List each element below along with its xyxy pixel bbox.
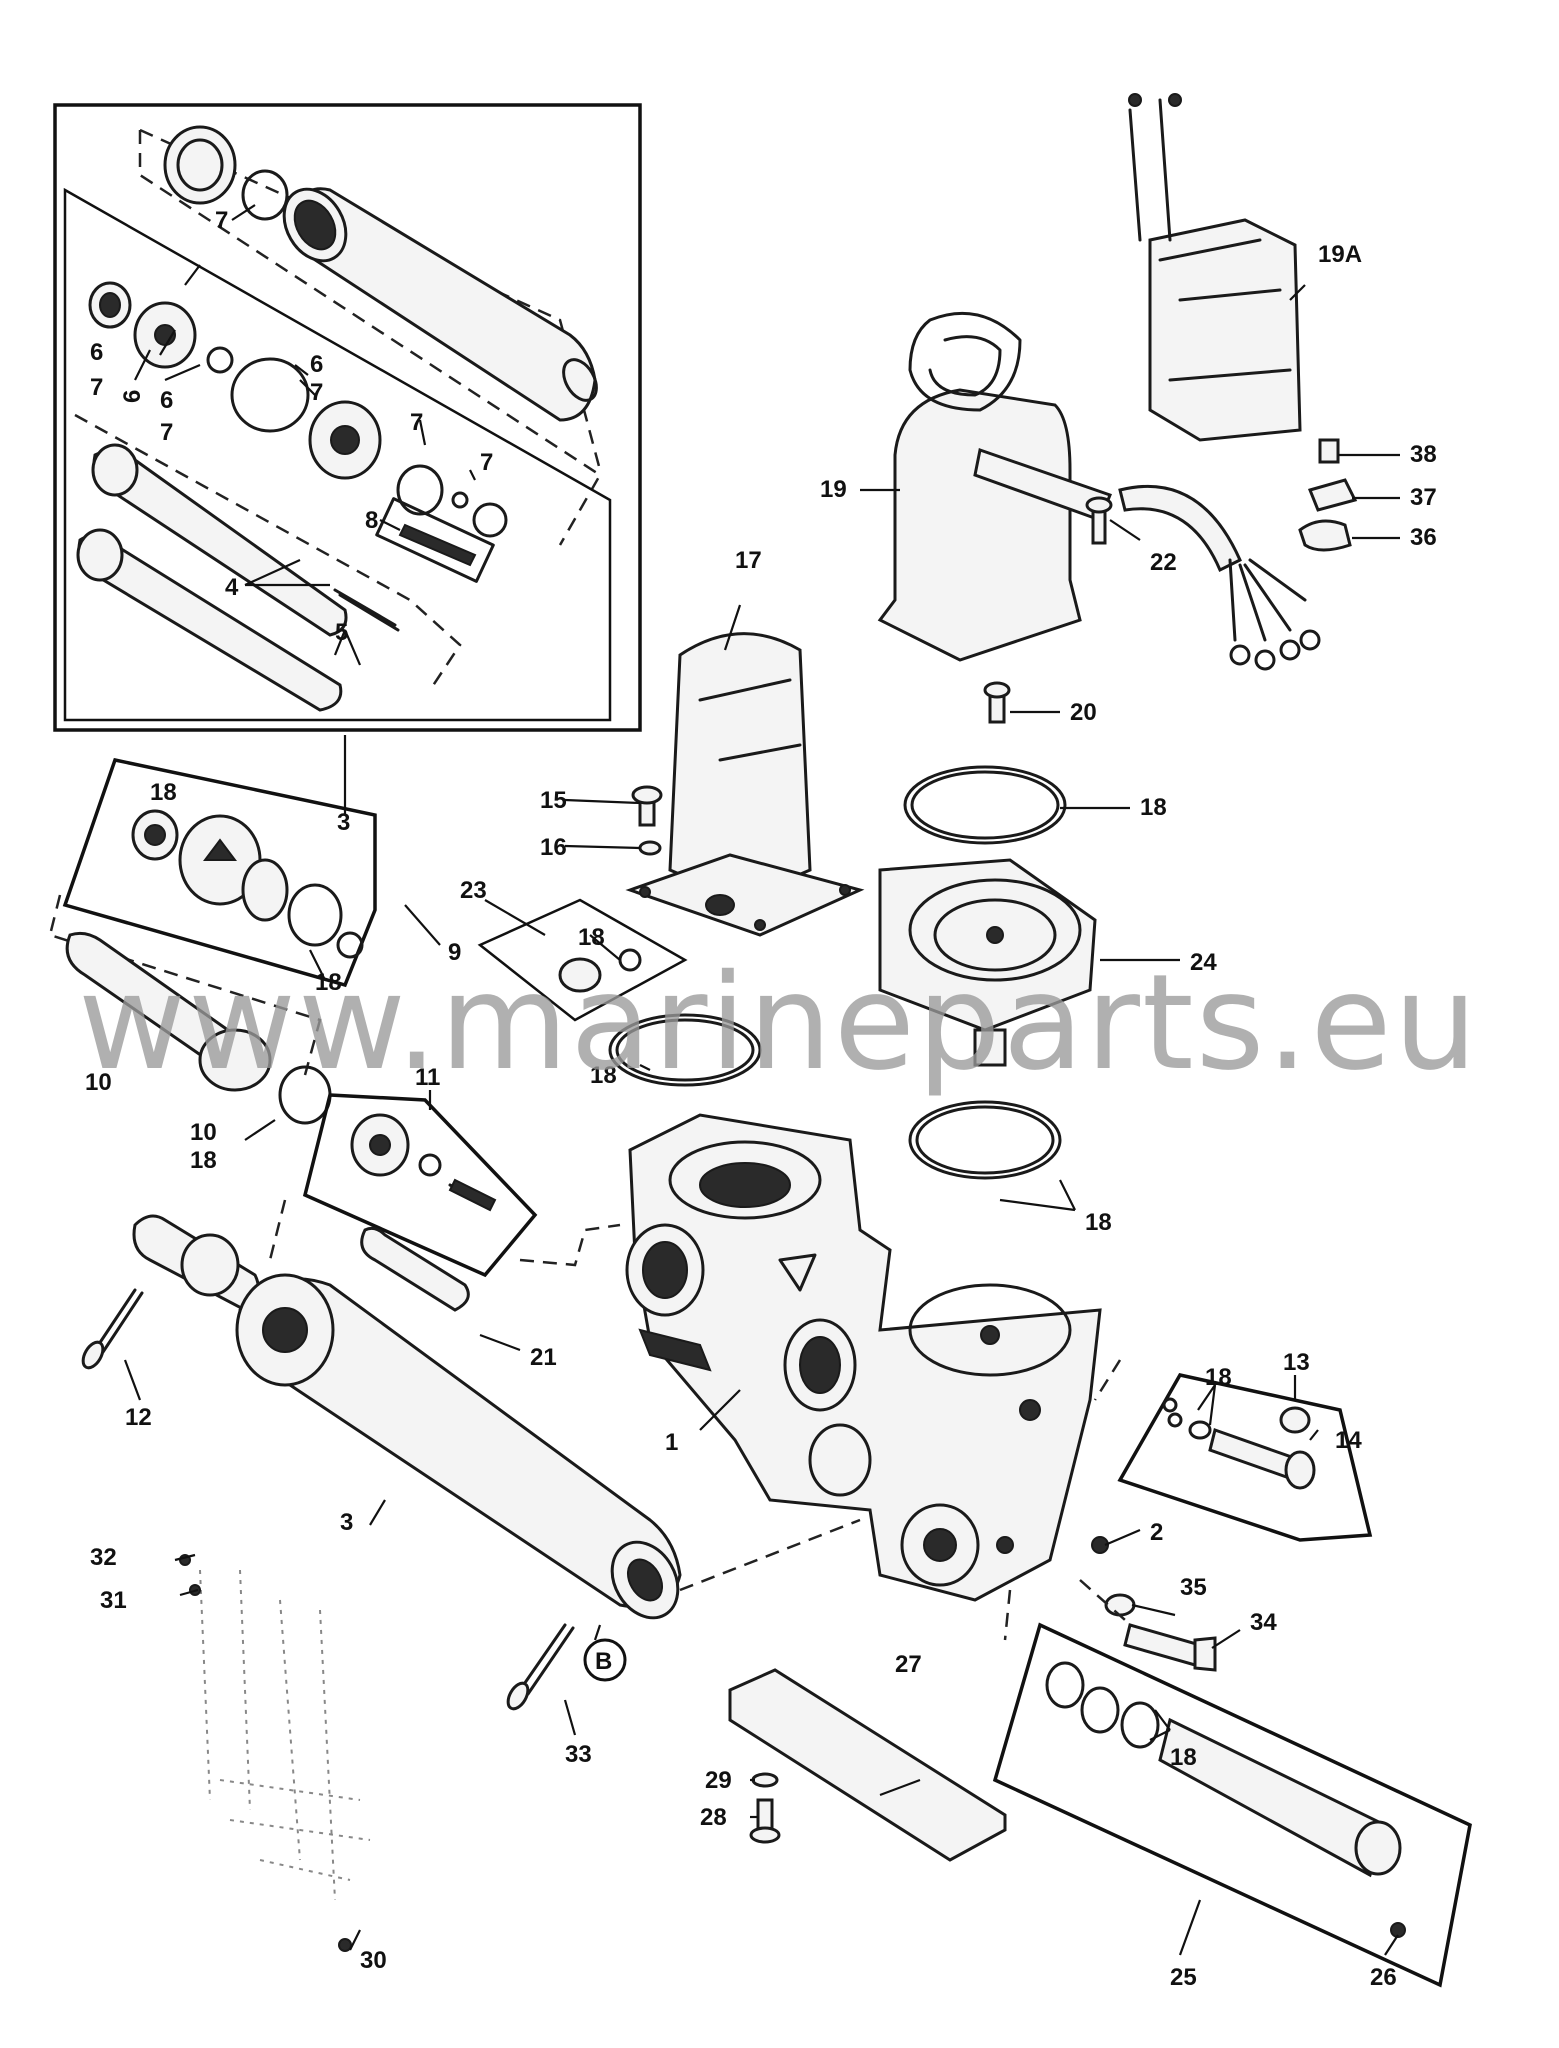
label-7c: 7 (160, 419, 173, 446)
screw-15 (631, 785, 663, 827)
kit-25-box (992, 1622, 1472, 1988)
motor-19 (877, 311, 1321, 671)
label-6a: 6 (90, 339, 103, 366)
washer-35 (1104, 1593, 1136, 1617)
trim-cylinder-kit-box (53, 103, 642, 732)
label-23: 23 (460, 877, 487, 904)
leader-lines (123, 204, 1400, 1956)
cylinder-rod-10 (65, 931, 332, 1125)
label-32: 32 (90, 1544, 117, 1571)
label-b: B (595, 1648, 612, 1675)
label-7b: 7 (90, 374, 103, 401)
screw-20 (983, 681, 1011, 724)
label-9: 9 (448, 939, 461, 966)
label-1: 1 (665, 1429, 678, 1456)
clamp-36 (1298, 519, 1352, 552)
label-18h: 18 (1140, 794, 1167, 821)
end-cap-seal (163, 125, 289, 221)
label-15: 15 (540, 787, 567, 814)
label-7a: 7 (215, 207, 228, 234)
valve-rods (76, 443, 495, 712)
label-30: 30 (360, 1947, 387, 1974)
ball-2 (1091, 1536, 1109, 1554)
label-35: 35 (1180, 1574, 1207, 1601)
label-12: 12 (125, 1404, 152, 1431)
kit-9-box (62, 757, 377, 988)
pin-21 (360, 1226, 470, 1312)
o-ring-18-top (903, 765, 1067, 845)
trim-cylinder-shaft (282, 187, 598, 422)
screw-28 (749, 1798, 781, 1844)
washer-16 (638, 840, 662, 856)
screw-22 (1085, 496, 1113, 545)
label-8: 8 (365, 507, 378, 534)
label-18b: 18 (315, 969, 342, 996)
pump-24 (878, 858, 1097, 1067)
label-27: 27 (895, 1651, 922, 1678)
plate-27 (728, 1668, 1007, 1862)
label-7e: 7 (410, 409, 423, 436)
label-7d: 7 (310, 379, 323, 406)
label-36: 36 (1410, 524, 1437, 551)
label-33: 33 (565, 1741, 592, 1768)
label-31: 31 (100, 1587, 127, 1614)
label-18d: 18 (1170, 1744, 1197, 1771)
label-29: 29 (705, 1767, 732, 1794)
label-34: 34 (1250, 1609, 1277, 1636)
kit-13-box (1117, 1373, 1373, 1542)
label-2: 2 (1150, 1519, 1163, 1546)
label-21: 21 (530, 1344, 557, 1371)
label-20: 20 (1070, 699, 1097, 726)
screw-38 (1318, 438, 1340, 464)
watermark-text: www.marineparts.eu (78, 946, 1479, 1100)
label-11: 11 (415, 1064, 440, 1091)
label-6c: 6 (160, 387, 173, 414)
label-19A: 19A (1318, 241, 1362, 268)
label-19: 19 (820, 476, 847, 503)
label-6d: 6 (310, 351, 323, 378)
pin-12 (81, 1288, 144, 1370)
label-3b: 3 (340, 1509, 353, 1536)
label-10b: 10 (190, 1119, 217, 1146)
label-28: 28 (700, 1804, 727, 1831)
solenoid-19A (1128, 93, 1302, 442)
label-26: 26 (1370, 1964, 1397, 1991)
label-22: 22 (1150, 549, 1177, 576)
label-7f: 7 (480, 449, 493, 476)
label-18f: 18 (1085, 1209, 1112, 1236)
label-16: 16 (540, 834, 567, 861)
o-ring-18-left (608, 1013, 762, 1087)
label-18a: 18 (150, 779, 177, 806)
label-10a: 10 (85, 1069, 112, 1096)
o-ring-18-right (908, 1100, 1062, 1180)
kit-11-box (302, 1093, 538, 1278)
clip-37 (1307, 478, 1358, 512)
reference-marker-b: B (583, 1638, 627, 1682)
label-3a: 3 (337, 809, 350, 836)
transom-bracket-sketch (179, 1554, 371, 1952)
label-6b: 6 (119, 390, 146, 403)
label-4: 4 (225, 574, 239, 601)
reservoir-17 (625, 632, 865, 937)
label-14: 14 (1335, 1427, 1362, 1454)
label-18c: 18 (190, 1147, 217, 1174)
trim-cylinder-3 (132, 1214, 682, 1620)
label-5: 5 (335, 619, 348, 646)
bolt-34 (1123, 1623, 1217, 1672)
washer-29 (751, 1772, 779, 1788)
label-18i: 18 (578, 924, 605, 951)
label-37: 37 (1410, 484, 1437, 511)
label-25: 25 (1170, 1964, 1197, 1991)
label-13: 13 (1283, 1349, 1310, 1376)
label-18e: 18 (1205, 1364, 1232, 1391)
label-38: 38 (1410, 441, 1437, 468)
pin-33 (506, 1623, 575, 1711)
label-24: 24 (1190, 949, 1217, 976)
part-labels: 7 6 7 6 6 7 6 7 7 7 8 4 5 3 18 9 18 10 1… (85, 207, 1437, 1991)
label-17: 17 (735, 547, 762, 574)
manifold-1 (625, 1113, 1102, 1602)
label-18g: 18 (590, 1062, 617, 1089)
